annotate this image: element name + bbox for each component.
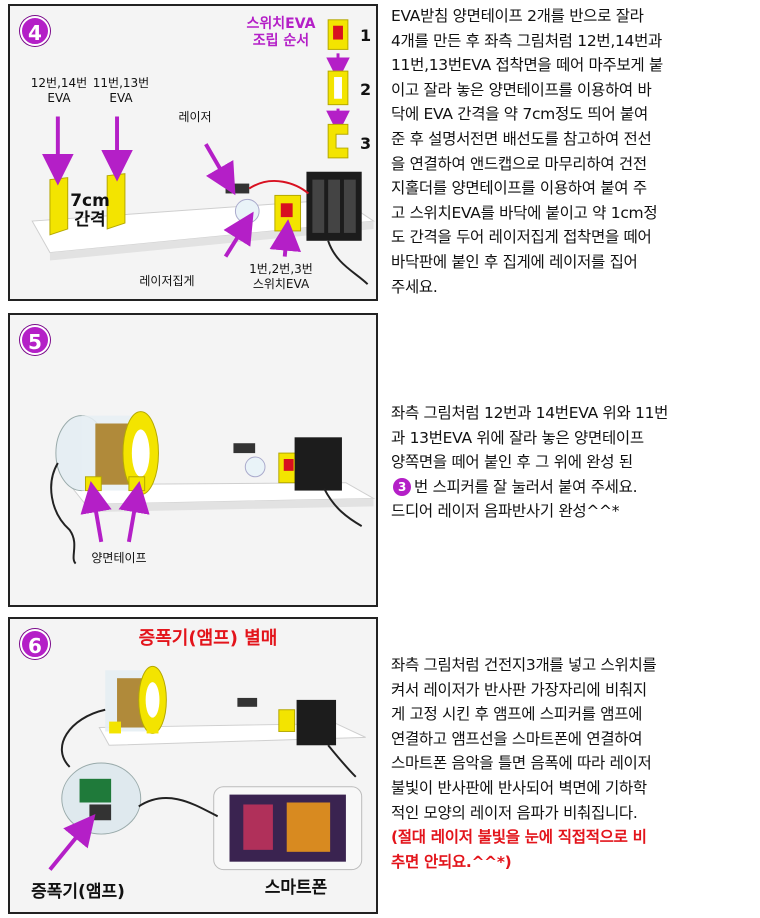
step5-panel: 5 양면테이프 (8, 313, 378, 607)
amp-sold-separately-label: 증폭기(앰프) 별매 (138, 628, 278, 649)
step3-ref-badge: 3 (393, 477, 411, 496)
step5-description: 좌측 그림처럼 12번과 14번EVA 위와 11번 과 13번EVA 위에 잘… (391, 404, 669, 521)
step6-illustration (48, 665, 366, 871)
switch-order-label: 스위치EVA 조립 순서 (246, 16, 316, 49)
smartphone-label: 스마트폰 (264, 878, 328, 898)
order-number-2: 2 (360, 80, 372, 99)
step4-illustration (31, 19, 375, 285)
amp-label: 증폭기(앰프) (31, 882, 125, 902)
step6-badge: 6 (20, 629, 50, 659)
order-number-1: 1 (360, 26, 372, 45)
laser-warning: (절대 레이저 불빛을 눈에 직접적으로 비 (391, 828, 647, 847)
laser-holder-label: 레이저집게 (139, 274, 195, 288)
laser-warning-cont: 추면 안되요.^^*) (391, 852, 512, 871)
gap-label: 7cm 간격 (70, 191, 110, 230)
eva-11-13-label: 11번,13번 EVA (92, 76, 150, 105)
eva-12-14-label: 12번,14번 EVA (30, 76, 88, 105)
step4-panel: 4 12번,14번 EVA 11번,13번 EVA 레이저 7cm 간격 레이저… (8, 4, 378, 301)
laser-label: 레이저 (178, 110, 212, 124)
step4-badge: 4 (20, 16, 50, 46)
switch-eva-label: 1번,2번,3번 스위치EVA (249, 262, 313, 291)
step4-description: EVA받침 양면테이프 2개를 반으로 잘라 4개를 만든 후 좌측 그림처럼 … (391, 7, 663, 296)
step6-description: 좌측 그림처럼 건전지3개를 넣고 스위치를 켜서 레이저가 반사판 가장자리에… (391, 653, 753, 874)
step6-panel: 6 증폭기(앰프) 별매 증폭기(앰프) 스마트폰 (8, 617, 378, 914)
order-number-3: 3 (360, 134, 372, 153)
step5-badge: 5 (20, 325, 50, 355)
step5-illustration (50, 411, 376, 565)
tape-label: 양면테이프 (91, 551, 147, 565)
